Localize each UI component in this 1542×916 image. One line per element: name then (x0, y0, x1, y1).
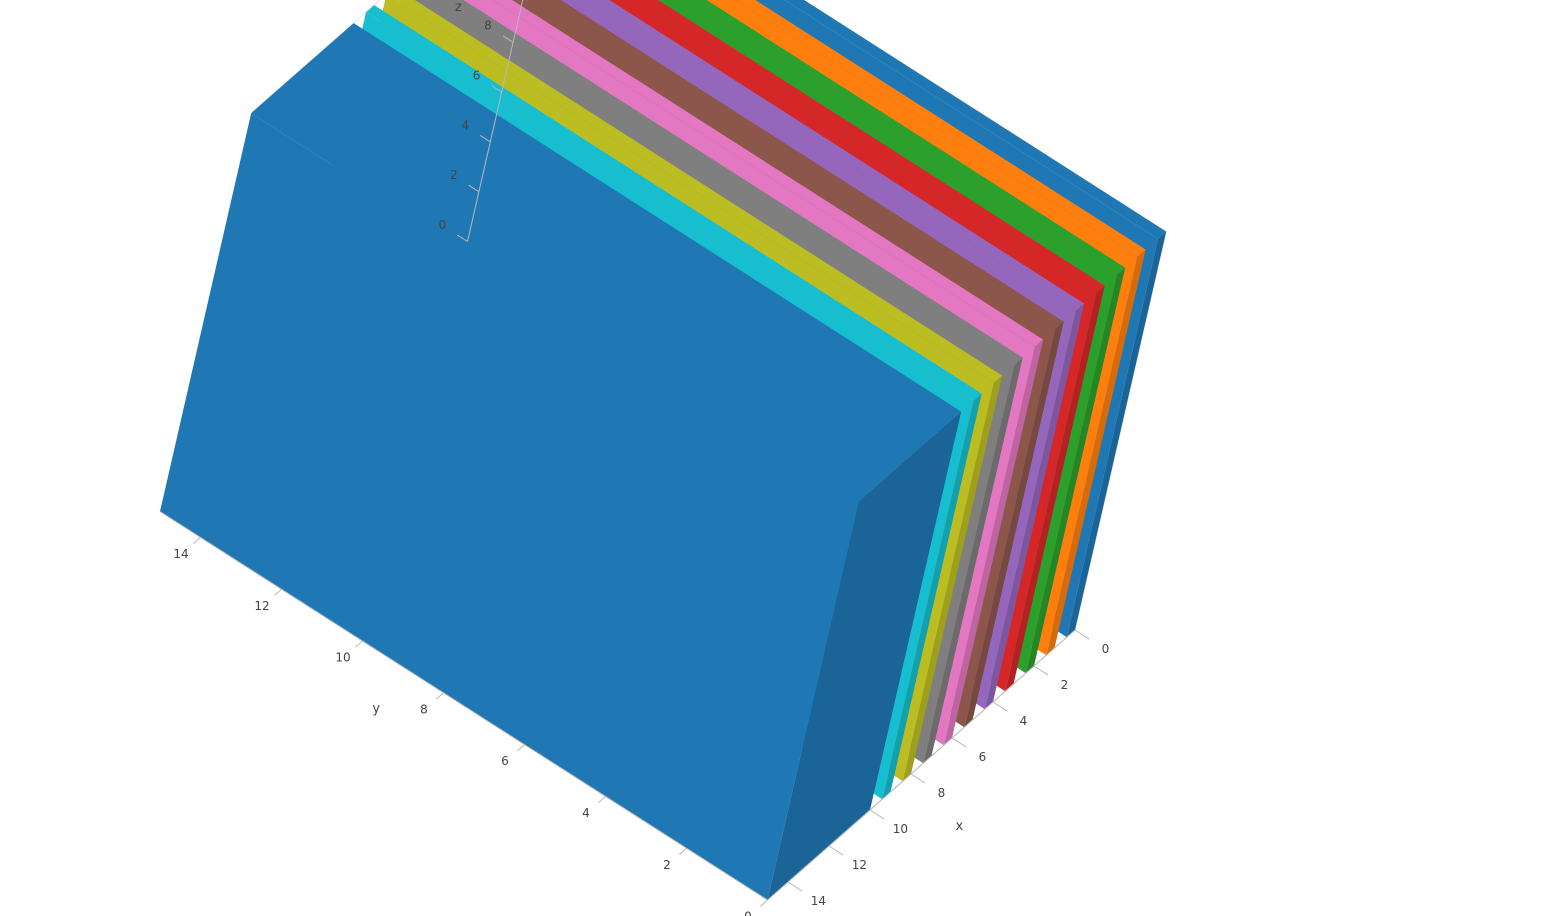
x-tick-label: 0 (1102, 642, 1110, 656)
x-tick-mark (1033, 665, 1049, 676)
z-tick-mark (479, 135, 491, 143)
y-tick-label: 2 (663, 858, 671, 872)
x-tick-label: 4 (1020, 714, 1028, 728)
slab-side-face (902, 375, 1003, 782)
slab-side-face (943, 339, 1044, 746)
slab-top-face (784, 0, 1167, 239)
slab-side-face (882, 393, 982, 800)
x-tick-mark (910, 773, 926, 784)
z-tick-mark (491, 85, 502, 93)
y-axis-line (159, 511, 768, 901)
slab-side-face (1005, 285, 1105, 692)
slab-top-face (735, 0, 1146, 257)
x-tick-label: 10 (893, 822, 908, 836)
y-tick-label: 0 (744, 910, 752, 916)
slab-top-face (687, 0, 1126, 275)
z-tick-label: 2 (450, 168, 458, 182)
slab-side-face (1025, 267, 1126, 674)
slab-side-face (923, 357, 1023, 764)
x-tick-mark (992, 701, 1008, 712)
x-tick-label: 8 (938, 786, 946, 800)
slab-layer (160, 0, 1167, 901)
axis-layer: 02468101214x02468101214y0246810121416z (159, 0, 1110, 916)
slab-side-face (1066, 231, 1167, 638)
y-tick-label: 14 (173, 547, 188, 561)
x-tick-mark (787, 881, 803, 892)
x-tick-label: 14 (811, 894, 826, 908)
y-tick-mark (192, 537, 201, 545)
y-tick-label: 4 (582, 806, 590, 820)
z-tick-label: 6 (473, 69, 481, 83)
slab-11 (160, 23, 962, 901)
y-tick-mark (354, 640, 363, 648)
x-tick-mark (869, 809, 885, 820)
z-tick-mark (502, 35, 514, 43)
z-tick-mark (457, 234, 468, 242)
z-axis-title: z (455, 0, 462, 15)
y-tick-label: 6 (501, 754, 509, 768)
y-tick-mark (597, 796, 606, 804)
x-tick-label: 2 (1061, 678, 1069, 692)
z-axis-line (467, 0, 524, 242)
y-tick-mark (759, 899, 768, 907)
y-tick-mark (678, 847, 687, 855)
y-tick-mark (516, 744, 525, 752)
x-tick-label: 6 (979, 750, 987, 764)
y-tick-label: 8 (420, 702, 428, 716)
slab-side-face (767, 411, 962, 900)
slab-top-face (444, 0, 1023, 365)
y-tick-label: 12 (254, 599, 269, 613)
x-axis-title: x (956, 819, 964, 834)
z-tick-label: 0 (439, 218, 447, 232)
slab-top-face (492, 0, 1044, 347)
x-tick-mark (1074, 629, 1090, 640)
slab-top-face (395, 0, 1003, 383)
slab-top-face (541, 0, 1064, 329)
z-tick-label: 4 (461, 118, 469, 132)
slab-side-face (964, 321, 1064, 728)
y-axis-title: y (372, 701, 380, 716)
x-tick-mark (828, 845, 844, 856)
slab-side-face (984, 303, 1085, 710)
slab-front-face (160, 113, 859, 901)
y-tick-label: 10 (335, 651, 350, 665)
x-axis-line (767, 629, 1076, 901)
z-tick-label: 8 (484, 19, 492, 33)
z-tick-mark (468, 184, 480, 193)
x-tick-label: 12 (852, 858, 867, 872)
slab-top-face (251, 23, 962, 502)
slab-top-face (638, 0, 1105, 293)
slab-side-face (1046, 249, 1146, 656)
slab-top-face (590, 0, 1085, 311)
y-tick-mark (435, 692, 444, 700)
slab-top-face (366, 5, 982, 401)
y-tick-mark (273, 588, 282, 596)
x-tick-mark (951, 737, 967, 748)
